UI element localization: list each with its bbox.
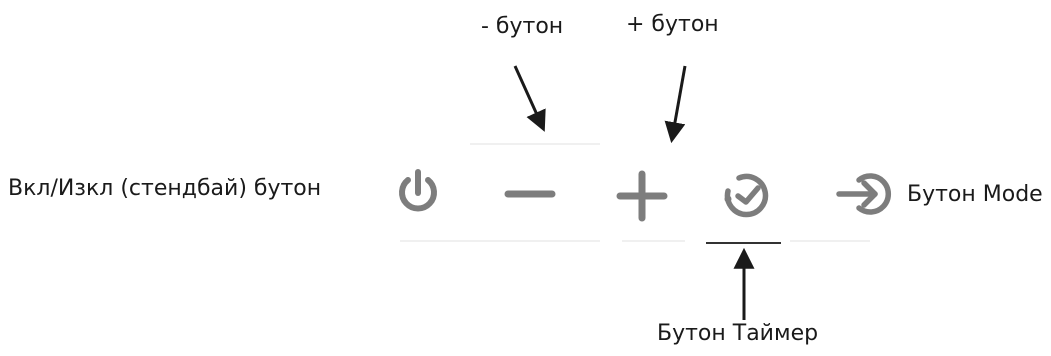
timer-icon xyxy=(724,173,769,218)
plus-button-label: + бутон xyxy=(626,12,719,37)
power-button[interactable] xyxy=(390,166,446,222)
power-button-label: Вкл/Изкл (стендбай) бутон xyxy=(8,176,322,201)
plus-button[interactable] xyxy=(612,164,672,224)
minus-button[interactable] xyxy=(500,166,560,222)
minus-arrow xyxy=(513,65,546,132)
mode-button[interactable] xyxy=(833,164,897,224)
power-icon xyxy=(399,169,437,212)
plus-icon xyxy=(616,170,668,222)
minus-button-label: - бутон xyxy=(481,14,564,39)
timer-button[interactable] xyxy=(718,164,776,224)
minus-icon xyxy=(504,190,556,198)
mode-button-label: Бутон Mode xyxy=(907,182,1043,207)
timer-button-label: Бутон Таймер xyxy=(657,321,819,346)
mode-icon xyxy=(836,173,891,215)
plus-arrow xyxy=(664,65,687,144)
